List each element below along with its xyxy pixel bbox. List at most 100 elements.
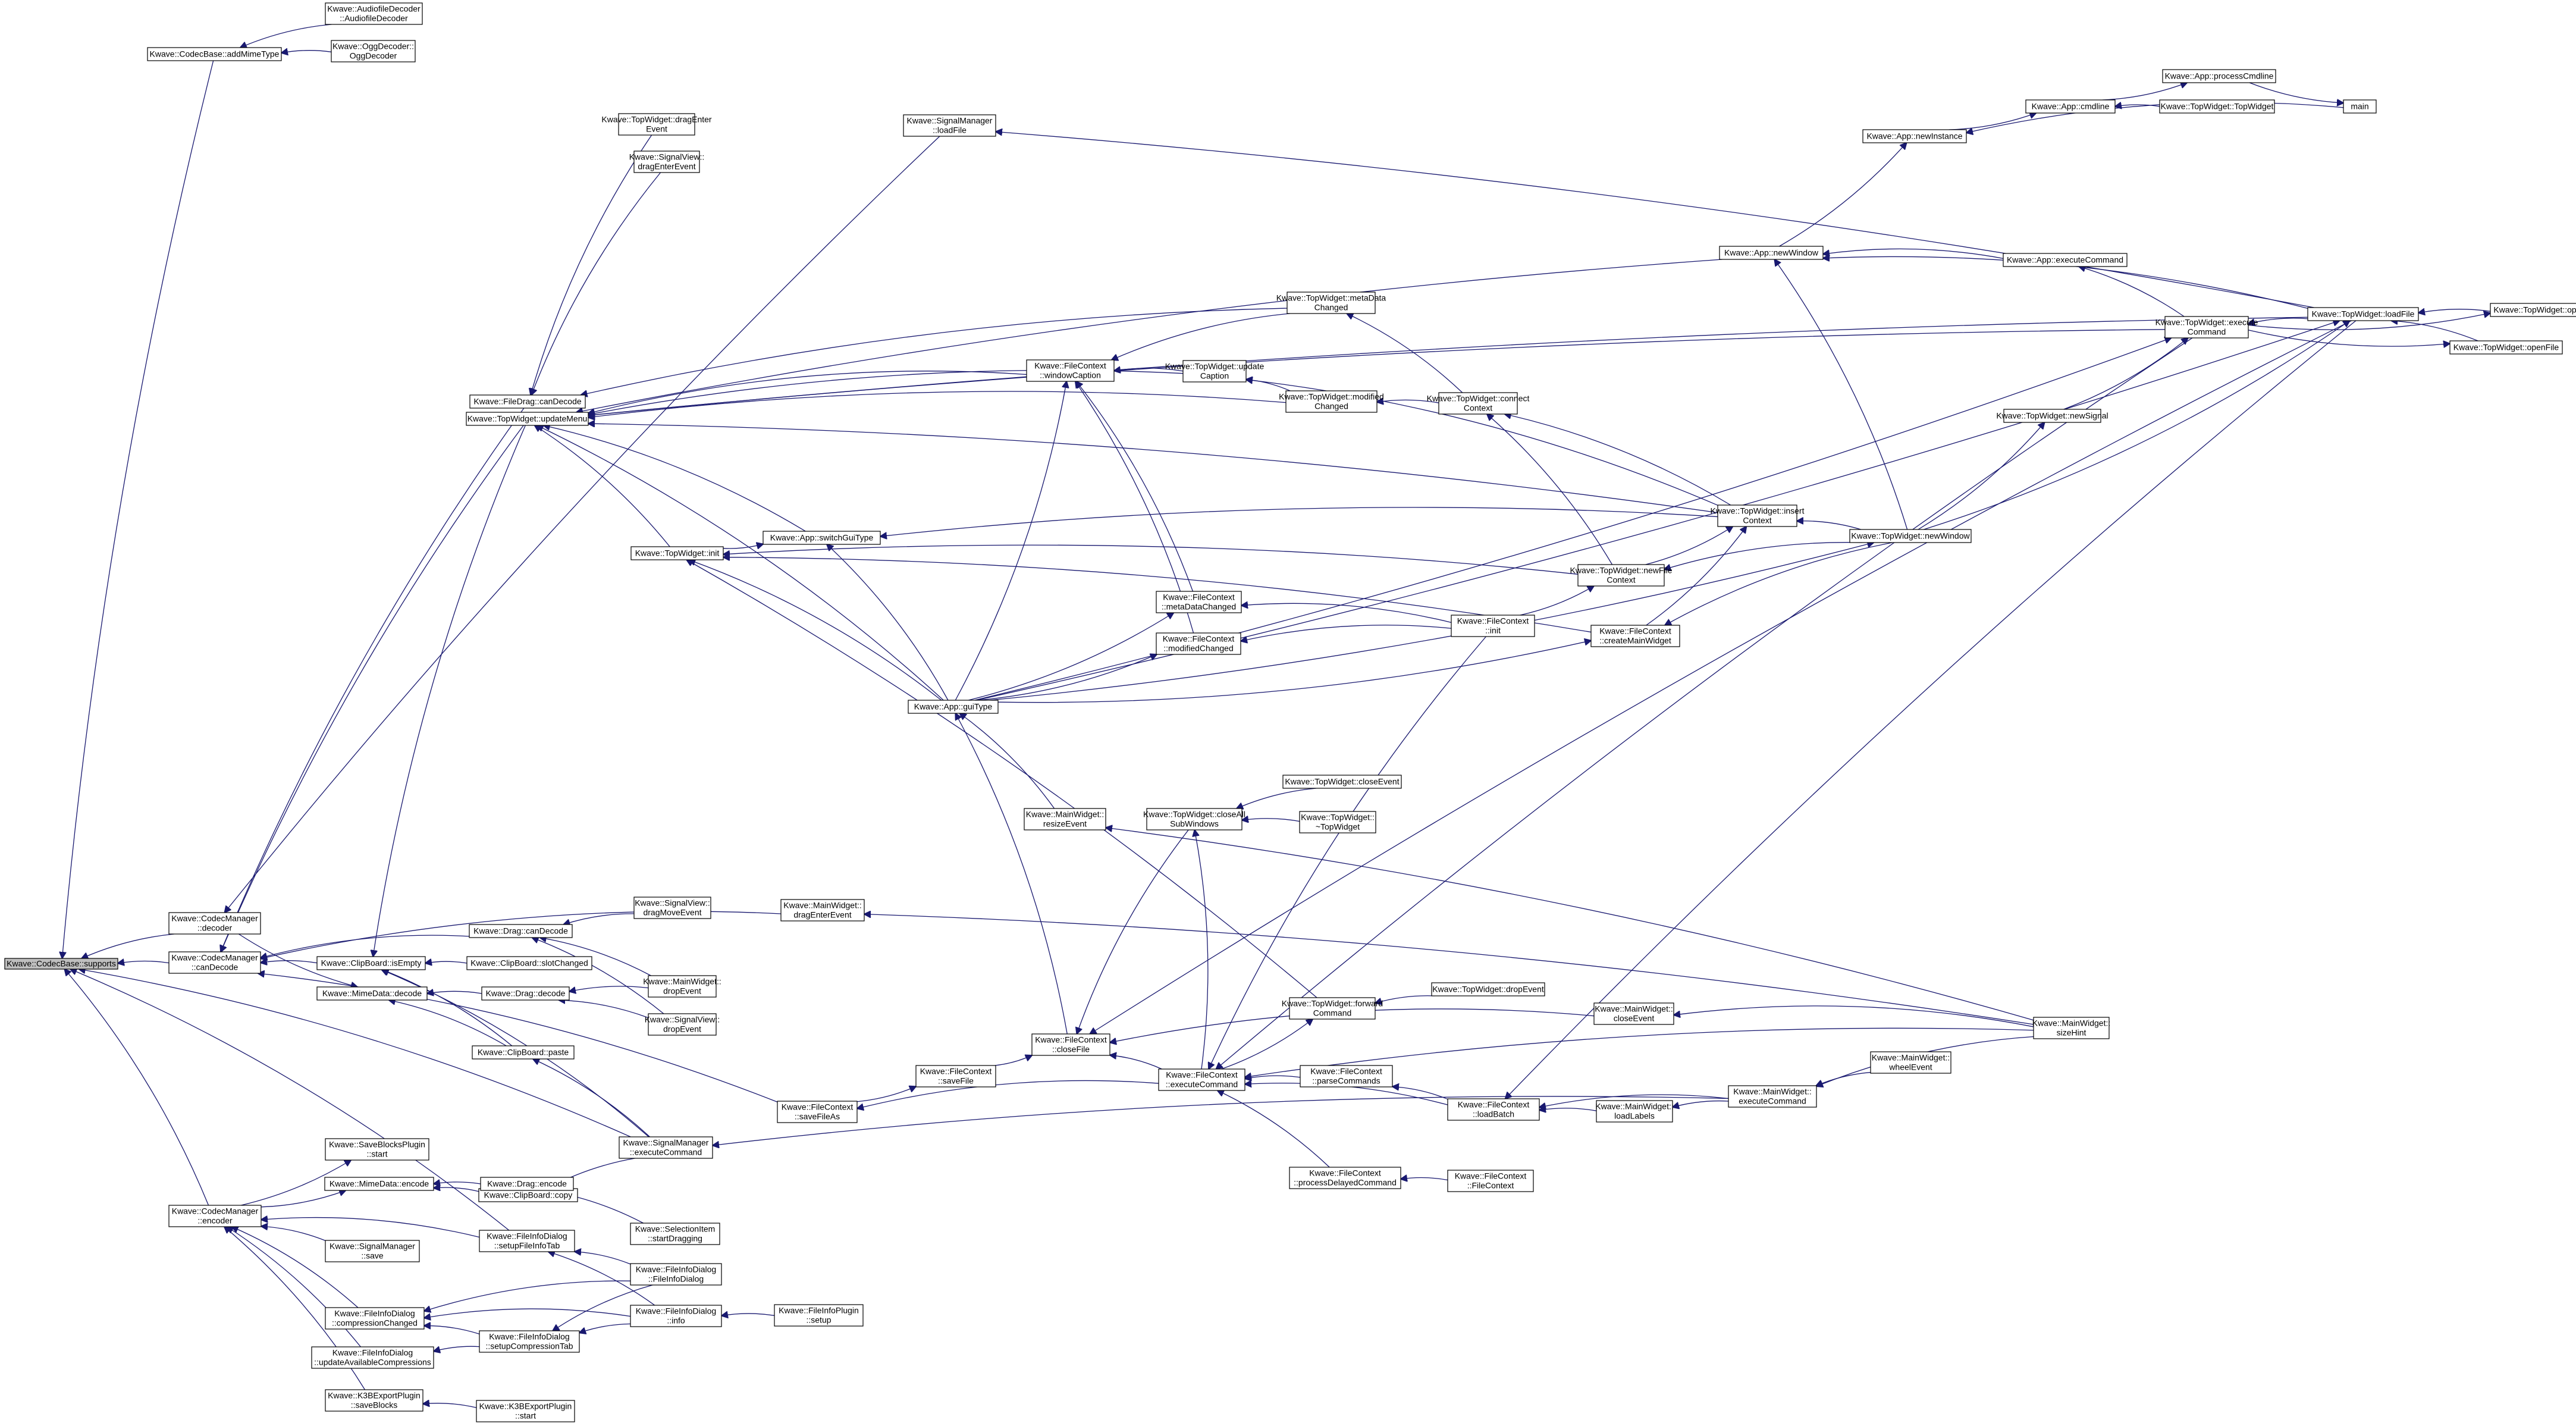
node-fid-update-available-compressions[interactable]: Kwave::FileInfoDialog::updateAvailableCo… xyxy=(311,1346,434,1369)
node-mw-execute-command[interactable]: Kwave::MainWidget::executeCommand xyxy=(1728,1085,1817,1108)
node-file-drag-can-decode[interactable]: Kwave::FileDrag::canDecode xyxy=(469,394,586,409)
node-label: Kwave::SignalView:: xyxy=(645,1014,720,1024)
node-fc-process-delayed-command[interactable]: Kwave::FileContext::processDelayedComman… xyxy=(1289,1167,1401,1189)
node-app-execute-command[interactable]: Kwave::App::executeCommand xyxy=(2003,253,2128,267)
node-ogg-decoder[interactable]: Kwave::OggDecoder::OggDecoder xyxy=(331,40,416,62)
node-mw-drag-enter-event[interactable]: Kwave::MainWidget::dragEnterEvent xyxy=(780,899,865,922)
node-fc-save-file-as[interactable]: Kwave::FileContext::saveFileAs xyxy=(777,1101,858,1123)
node-main[interactable]: main xyxy=(2343,99,2377,114)
node-tw-new-signal[interactable]: Kwave::TopWidget::newSignal xyxy=(1996,409,2109,423)
node-drag-can-decode[interactable]: Kwave::Drag::canDecode xyxy=(469,924,573,938)
node-box xyxy=(324,1177,434,1191)
node-app-new-window[interactable]: Kwave::App::newWindow xyxy=(1719,246,1824,260)
node-fc-window-caption[interactable]: Kwave::FileContext::windowCaption xyxy=(1026,359,1115,382)
node-fid-setup-file-info-tab[interactable]: Kwave::FileInfoDialog::setupFileInfoTab xyxy=(479,1230,575,1252)
node-cm-decoder[interactable]: Kwave::CodecManager::decoder xyxy=(168,912,261,935)
node-app-switch-gui-type[interactable]: Kwave::App::switchGuiType xyxy=(763,531,881,545)
node-sm-save[interactable]: Kwave::SignalManager::save xyxy=(325,1240,420,1262)
call-edge xyxy=(713,1096,1729,1145)
node-mw-load-labels[interactable]: Kwave::MainWidget::loadLabels xyxy=(1595,1100,1674,1123)
node-fc-meta-data-changed[interactable]: Kwave::FileContext::metaDataChanged xyxy=(1156,591,1242,613)
node-box xyxy=(2025,99,2116,114)
node-fid-file-info-dialog[interactable]: Kwave::FileInfoDialog::FileInfoDialog xyxy=(630,1263,722,1286)
node-fid-compression-changed[interactable]: Kwave::FileInfoDialog::compressionChange… xyxy=(325,1307,425,1330)
node-add-mime-type[interactable]: Kwave::CodecBase::addMimeType xyxy=(147,47,282,61)
call-edge xyxy=(1779,143,1907,247)
node-label: ::createMainWidget xyxy=(1599,635,1671,645)
node-mw-close-event[interactable]: Kwave::MainWidget::closeEvent xyxy=(1593,1002,1674,1025)
node-cb-paste[interactable]: Kwave::ClipBoard::paste xyxy=(472,1045,575,1060)
node-save-blocks-plugin-start[interactable]: Kwave::SaveBlocksPlugin::start xyxy=(325,1138,429,1161)
node-app-new-instance[interactable]: Kwave::App::newInstance xyxy=(1862,129,1967,143)
node-cb-copy[interactable]: Kwave::ClipBoard::copy xyxy=(478,1188,578,1202)
node-signal-manager-load-file[interactable]: Kwave::SignalManager::loadFile xyxy=(903,114,996,137)
node-k3b-save-blocks[interactable]: Kwave::K3BExportPlugin::saveBlocks xyxy=(325,1389,423,1412)
node-drag-encode[interactable]: Kwave::Drag::encode xyxy=(480,1177,574,1191)
node-label: wheelEvent xyxy=(1888,1062,1932,1071)
node-drag-decode[interactable]: Kwave::Drag::decode xyxy=(481,986,570,1001)
node-fc-file-context[interactable]: Kwave::FileContext::FileContext xyxy=(1447,1170,1534,1192)
node-label: Kwave::MainWidget:: xyxy=(643,976,721,986)
node-tw-open-recent[interactable]: Kwave::TopWidget::openRecent xyxy=(2490,303,2576,317)
node-tw-init[interactable]: Kwave::TopWidget::init xyxy=(630,546,724,560)
node-mw-resize-event[interactable]: Kwave::MainWidget::resizeEvent xyxy=(1024,808,1106,830)
node-fc-modified-changed[interactable]: Kwave::FileContext::modifiedChanged xyxy=(1156,632,1241,655)
node-tw-drop-event[interactable]: Kwave::TopWidget::dropEvent xyxy=(1431,982,1545,996)
call-edge xyxy=(581,308,1288,395)
node-fc-init[interactable]: Kwave::FileContext::init xyxy=(1451,615,1535,637)
node-fc-execute-command[interactable]: Kwave::FileContext::executeCommand xyxy=(1158,1068,1245,1091)
node-sv-drop-event[interactable]: Kwave::SignalView::dropEvent xyxy=(645,1013,720,1036)
node-mw-drop-event[interactable]: Kwave::MainWidget::dropEvent xyxy=(643,975,721,998)
node-app-cmdline[interactable]: Kwave::App::cmdline xyxy=(2025,99,2116,114)
call-edge xyxy=(1076,381,1194,592)
node-cm-encoder[interactable]: Kwave::CodecManager::encoder xyxy=(168,1205,262,1227)
node-selection-item-start-dragging[interactable]: Kwave::SelectionItem::startDragging xyxy=(630,1223,720,1245)
node-fc-load-batch[interactable]: Kwave::FileContext::loadBatch xyxy=(1447,1098,1540,1121)
call-edge xyxy=(1195,830,1209,1070)
node-supports[interactable]: Kwave::CodecBase::supports xyxy=(4,958,118,970)
node-file-info-plugin-setup[interactable]: Kwave::FileInfoPlugin::setup xyxy=(774,1304,864,1327)
node-fc-close-file[interactable]: Kwave::FileContext::closeFile xyxy=(1031,1033,1110,1056)
node-tw-modified-changed[interactable]: Kwave::TopWidget::modifiedChanged xyxy=(1279,390,1384,413)
node-mw-size-hint[interactable]: Kwave::MainWidget::sizeHint xyxy=(2032,1017,2111,1039)
node-tw-drag-enter-event[interactable]: Kwave::TopWidget::dragEnterEvent xyxy=(601,113,712,136)
node-tw-meta-data-changed[interactable]: Kwave::TopWidget::metaDataChanged xyxy=(1276,292,1386,314)
node-cb-is-empty[interactable]: Kwave::ClipBoard::isEmpty xyxy=(316,956,426,970)
node-k3b-start[interactable]: Kwave::K3BExportPlugin::start xyxy=(476,1400,575,1422)
node-tw-dtor[interactable]: Kwave::TopWidget::~TopWidget xyxy=(1299,811,1376,833)
node-sv-drag-enter-event[interactable]: Kwave::SignalView::dragEnterEvent xyxy=(629,151,705,173)
node-mw-wheel-event[interactable]: Kwave::MainWidget::wheelEvent xyxy=(1870,1051,1951,1074)
node-audiofile-decoder[interactable]: Kwave::AudiofileDecoder::AudiofileDecode… xyxy=(325,2,423,25)
call-edge xyxy=(1218,1090,1330,1168)
node-tw-new-window[interactable]: Kwave::TopWidget::newWindow xyxy=(1849,529,1972,543)
node-app-process-cmdline[interactable]: Kwave::App::processCmdline xyxy=(2162,69,2276,83)
call-edge xyxy=(955,713,1068,1035)
node-tw-update-menu[interactable]: Kwave::TopWidget::updateMenu xyxy=(466,412,589,426)
node-tw-load-file[interactable]: Kwave::TopWidget::loadFile xyxy=(2307,307,2419,321)
node-sm-execute-command[interactable]: Kwave::SignalManager::executeCommand xyxy=(619,1136,713,1159)
node-tw-execute-command[interactable]: Kwave::TopWidget::executeCommand xyxy=(2155,316,2258,339)
node-mime-data-encode[interactable]: Kwave::MimeData::encode xyxy=(324,1177,434,1191)
node-fc-create-main-widget[interactable]: Kwave::FileContext::createMainWidget xyxy=(1590,625,1680,647)
node-label: Kwave::MainWidget:: xyxy=(1595,1101,1674,1111)
call-edge xyxy=(548,1252,655,1306)
node-app-gui-type[interactable]: Kwave::App::guiType xyxy=(908,700,999,714)
node-tw-top-widget[interactable]: Kwave::TopWidget::TopWidget xyxy=(2159,99,2275,114)
node-cm-can-decode[interactable]: Kwave::CodecManager::canDecode xyxy=(168,951,261,974)
node-fid-setup-compression-tab[interactable]: Kwave::FileInfoDialog::setupCompressionT… xyxy=(479,1330,580,1353)
node-tw-close-event[interactable]: Kwave::TopWidget::closeEvent xyxy=(1282,775,1402,789)
node-cb-slot-changed[interactable]: Kwave::ClipBoard::slotChanged xyxy=(466,956,592,970)
node-sv-drag-move-event[interactable]: Kwave::SignalView::dragMoveEvent xyxy=(633,897,711,919)
node-tw-open-file[interactable]: Kwave::TopWidget::openFile xyxy=(2449,340,2563,355)
node-fid-info[interactable]: Kwave::FileInfoDialog::info xyxy=(630,1305,722,1327)
node-fc-save-file[interactable]: Kwave::FileContext::saveFile xyxy=(915,1065,996,1087)
node-box xyxy=(1026,359,1115,382)
node-mime-data-decode[interactable]: Kwave::MimeData::decode xyxy=(316,986,428,1001)
node-fc-parse-commands[interactable]: Kwave::FileContext::parseCommands xyxy=(1300,1065,1393,1087)
